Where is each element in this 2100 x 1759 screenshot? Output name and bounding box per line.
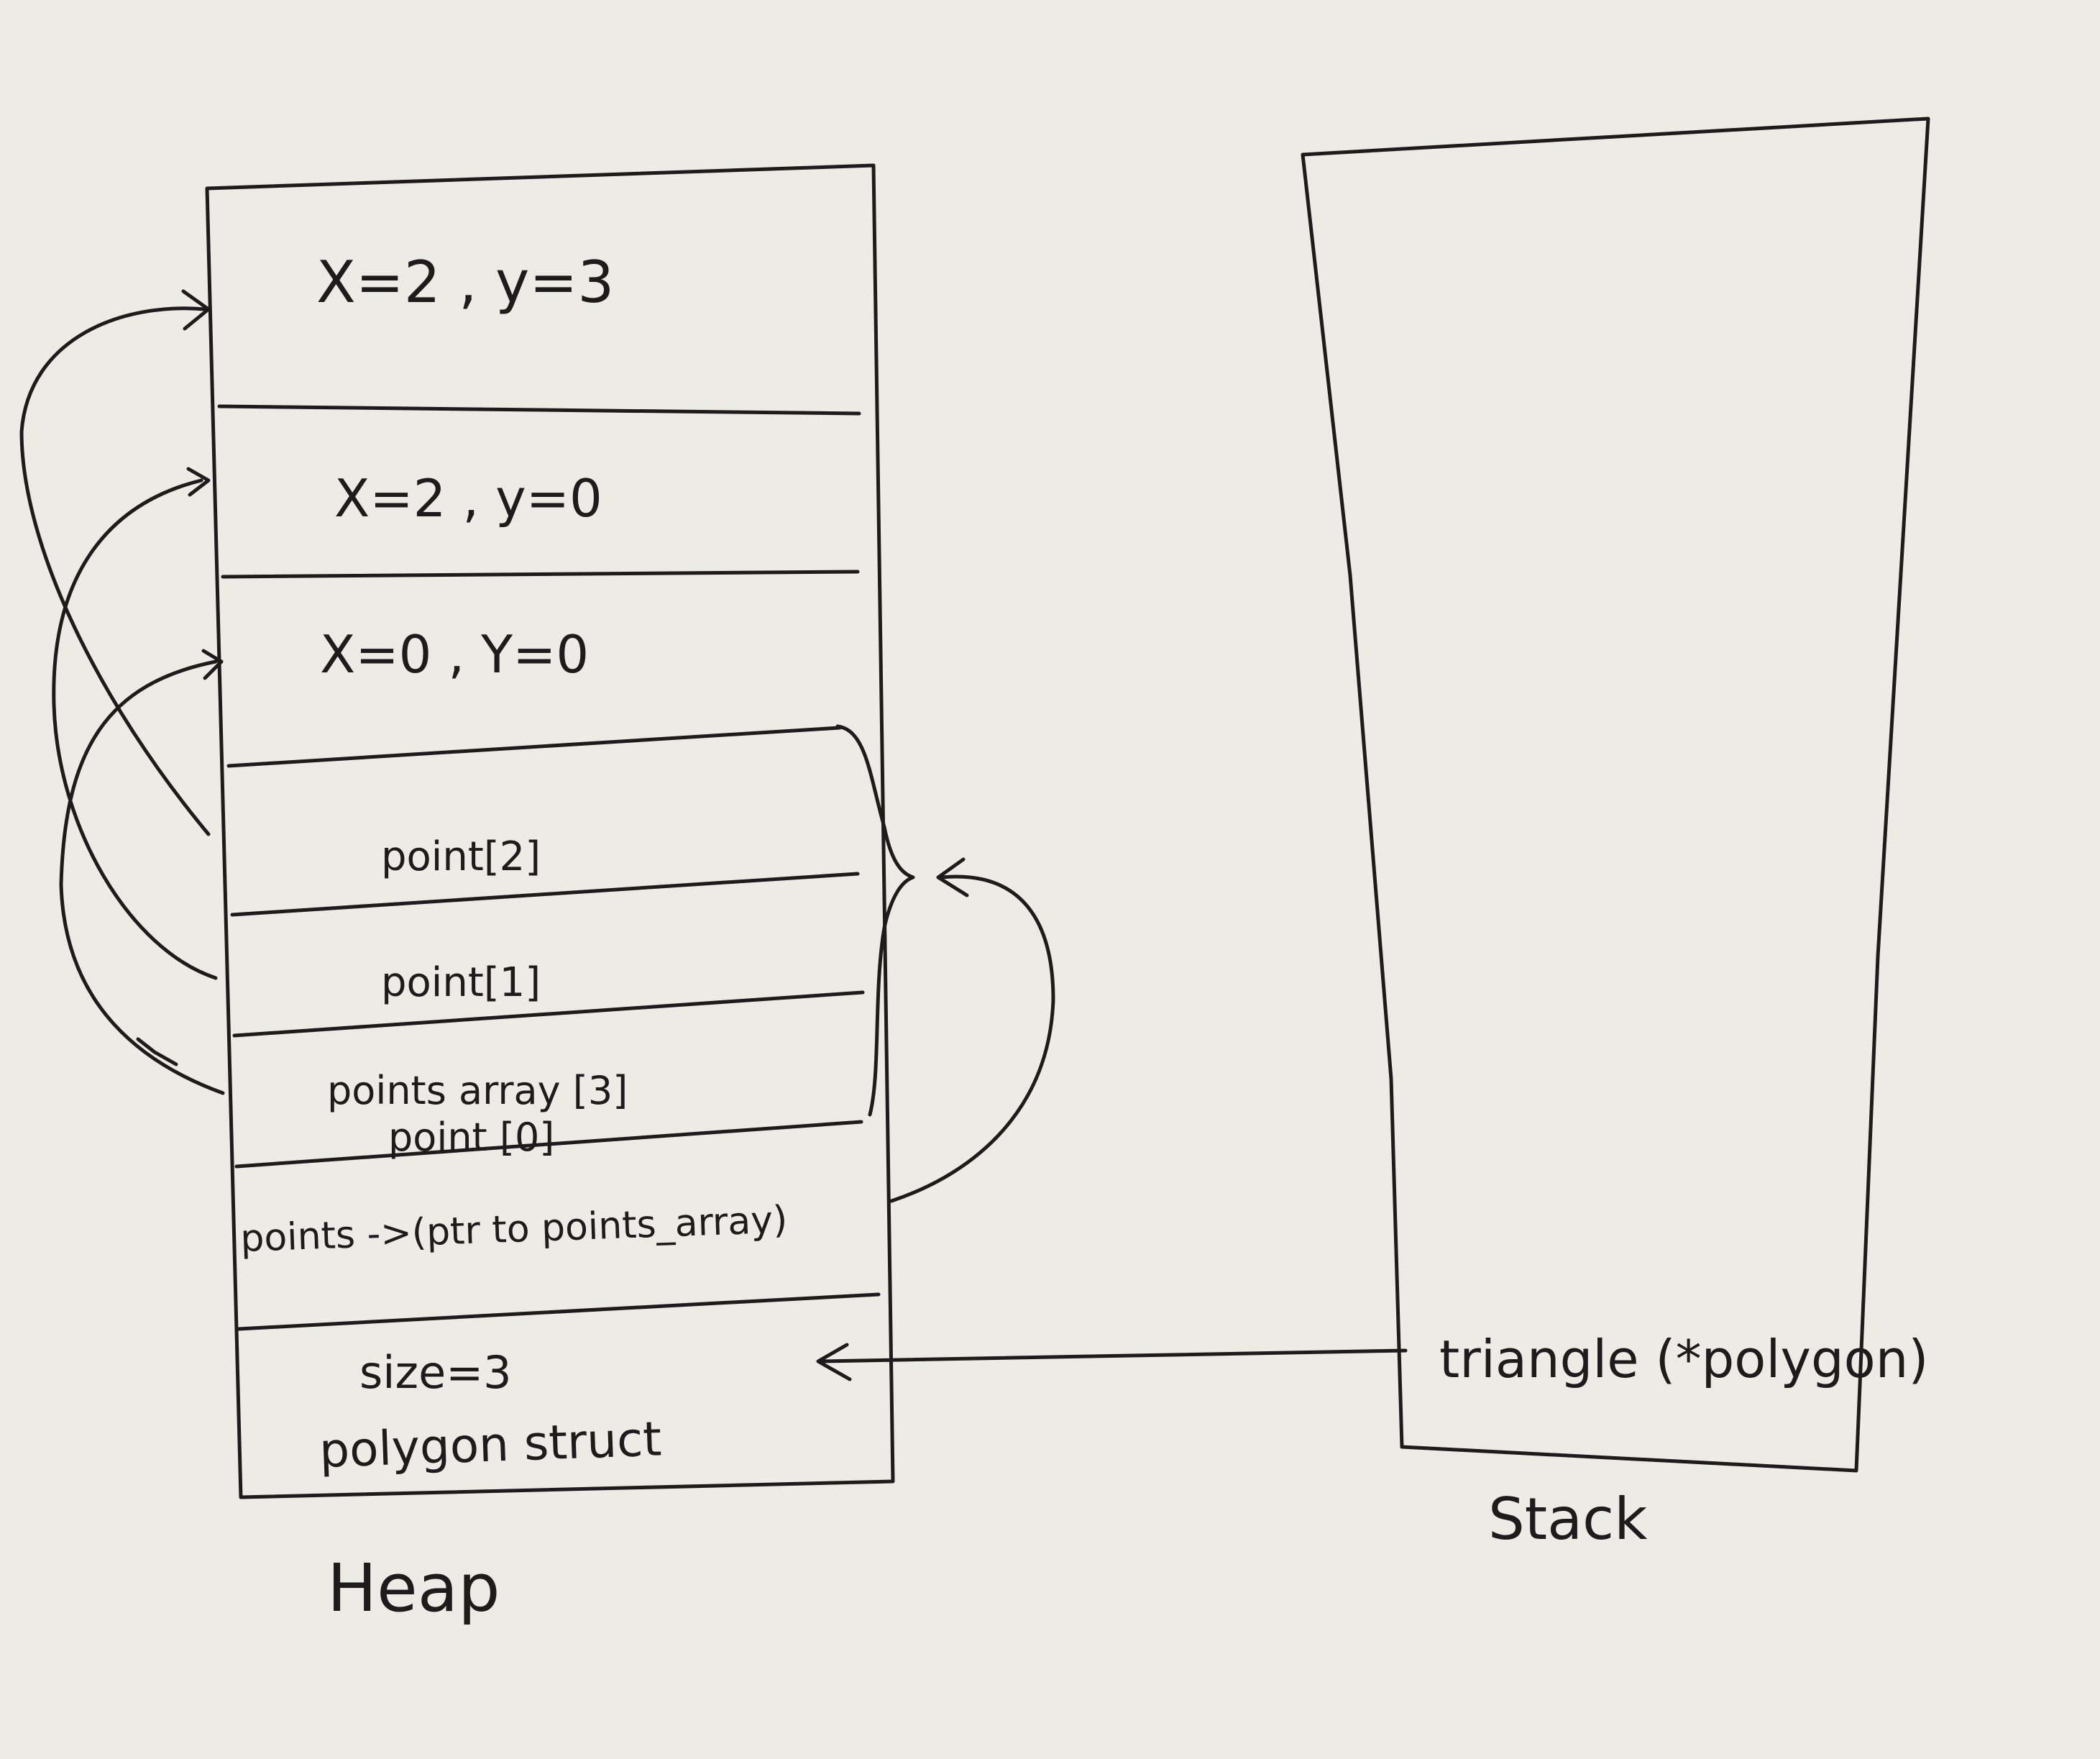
triangle-pointer-label: triangle (*polygon): [1439, 1329, 1928, 1389]
size-label: size=3: [359, 1346, 512, 1399]
point-pointer-arrows: [19, 289, 225, 1095]
arrow-point2-to-value: [19, 306, 211, 836]
heap-row-dividers: [217, 404, 881, 1331]
stack-box: [1301, 116, 1930, 1473]
points-pointer-label: points ->(ptr to points_array): [239, 1198, 788, 1261]
points-array-label: points array [3]: [327, 1068, 628, 1113]
arrow-point0-to-value: [59, 659, 225, 1095]
point0-value: X=0 , Y=0: [320, 624, 589, 685]
point2-label: point[2]: [381, 833, 541, 880]
stack-label: Stack: [1488, 1486, 1648, 1553]
heap-box: [205, 163, 895, 1499]
point2-value: X=2 , y=3: [316, 249, 614, 316]
points-pointer-arrow: [835, 724, 1055, 1203]
point1-label: point[1]: [381, 959, 541, 1006]
point1-value: X=2 , y=0: [334, 468, 602, 529]
heap-label: Heap: [327, 1550, 500, 1627]
heap-cell-texts: X=2 , y=3 X=2 , y=0 X=0 , Y=0 point[2] p…: [239, 249, 788, 1479]
arrow-point1-to-value: [52, 478, 218, 980]
polygon-struct-label: polygon struct: [318, 1411, 663, 1479]
triangle-to-polygon-arrow: [816, 1343, 1408, 1381]
points-array-brace: [835, 724, 915, 1117]
points-array-point0-label: point [0]: [388, 1115, 554, 1160]
